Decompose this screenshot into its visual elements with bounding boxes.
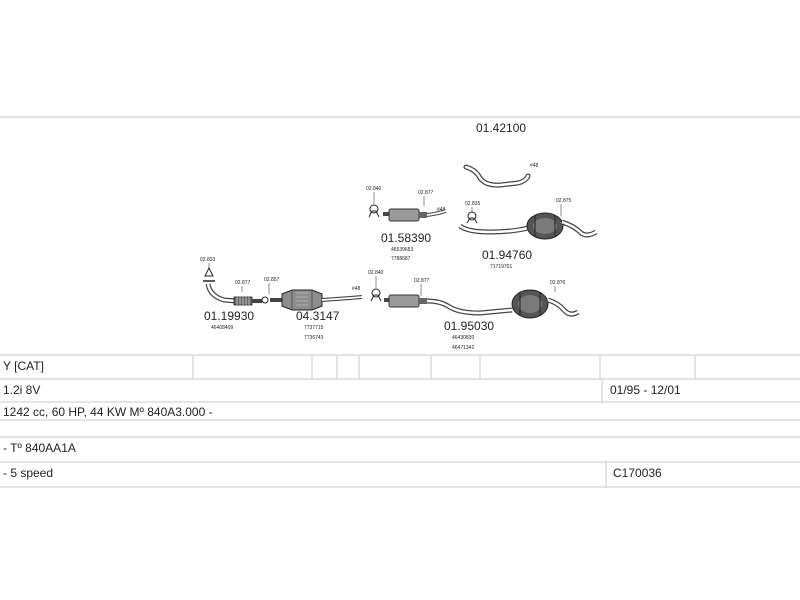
part-ref: 46471342 [452, 345, 474, 351]
spec-gearbox: - 5 speed [3, 466, 54, 480]
part-01-42100[interactable]: 01.42100 #48 [463, 121, 539, 188]
part-ref: 46539653 [391, 247, 413, 253]
part-ref: 46430830 [452, 335, 474, 341]
part-01-19930[interactable]: 02.833 02.877 01.19930 46408409 [200, 257, 269, 331]
part-ref: 7736743 [304, 335, 324, 341]
clamp-label: 02.877 [235, 280, 251, 286]
clamp-label: #48 [437, 207, 446, 213]
part-code: 01.42100 [476, 121, 526, 135]
clamp-label: 02.875 [556, 198, 572, 204]
part-ref: 7737715 [304, 325, 324, 331]
spec-model: Y [CAT] [3, 359, 44, 373]
part-01-94760[interactable]: 02.835 02.875 01.94760 71719701 [458, 198, 598, 270]
clamp-label: 02.857 [264, 277, 280, 283]
spec-production-dates: 01/95 - 12/01 [610, 383, 681, 397]
clamp-label: 02.877 [418, 190, 434, 196]
clamp-label: 02.840 [368, 270, 384, 276]
spec-catalogue-code: C170036 [613, 466, 662, 480]
part-01-58390[interactable]: 02.840 02.877 #48 01.58390 46539653 7788… [366, 186, 447, 262]
clamp-label: #48 [530, 163, 539, 169]
spec-engine: 1.2i 8V [3, 383, 41, 397]
part-code: 01.58390 [381, 231, 431, 245]
part-code: 01.94760 [482, 248, 532, 262]
part-01-95030[interactable]: 02.840 02.877 02.876 01.95030 46430830 4… [368, 270, 580, 351]
part-ref: 46408409 [211, 325, 233, 331]
part-ref: 7788687 [391, 256, 411, 262]
clamp-label: 02.840 [366, 186, 382, 192]
part-code: 01.19930 [204, 309, 254, 323]
frame-lines [0, 116, 800, 488]
clamp-label: #48 [352, 286, 361, 292]
clamp-label: 02.877 [414, 278, 430, 284]
spec-type: - Tº 840AA1A [3, 441, 76, 455]
clamp-label: 02.833 [200, 257, 216, 263]
clamp-label: 02.876 [550, 280, 566, 286]
part-code: 04.3147 [296, 309, 340, 323]
spec-power: 1242 cc, 60 HP, 44 KW Mº 840A3.000 - [3, 405, 213, 419]
clamp-label: 02.835 [465, 201, 481, 207]
part-ref: 71719701 [490, 264, 512, 270]
part-04-3147[interactable]: 02.857 #48 04.3147 7737715 7736743 [264, 277, 363, 341]
part-code: 01.95030 [444, 319, 494, 333]
